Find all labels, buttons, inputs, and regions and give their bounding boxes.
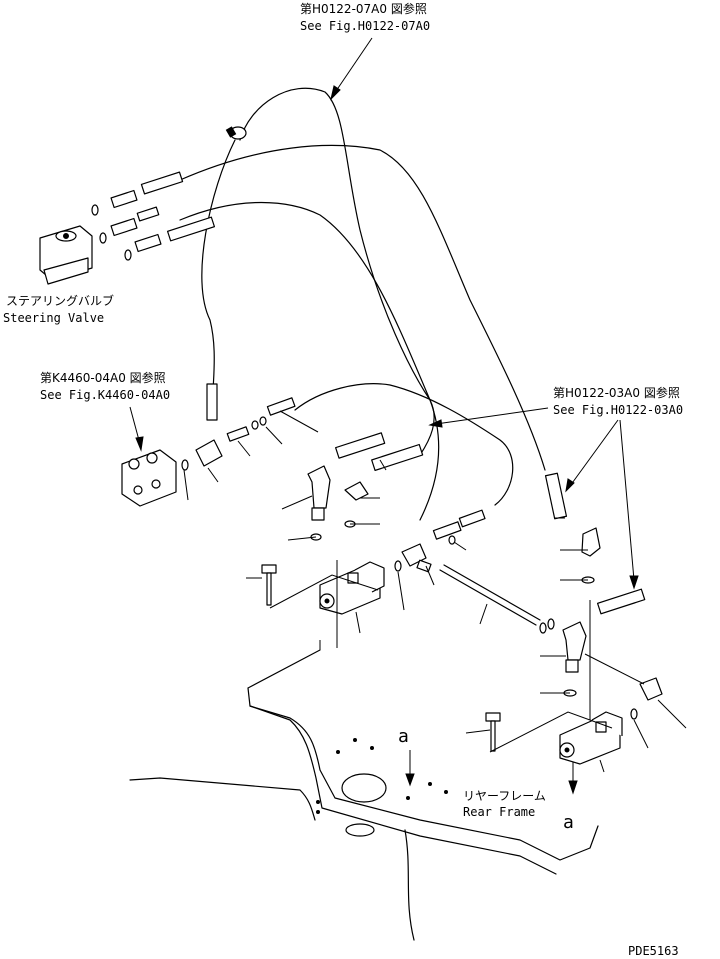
reference-top-jp: 第H0122-07A0 図参照 [300,1,427,16]
reference-left-en: See Fig.K4460-04A0 [40,388,170,402]
reference-right-en: See Fig.H0122-03A0 [553,403,683,417]
steering-valve [39,225,93,285]
reference-left: 第K4460-04A0 図参照 See Fig.K4460-04A0 [40,370,170,402]
left-bracket [121,449,189,507]
left-connectors [195,383,296,467]
right-bolt [485,708,638,752]
rear-frame-label-jp: リヤーフレーム [463,789,546,803]
right-fittings [544,472,663,701]
hose-clamp [225,126,247,140]
view-marker-a-upper: a [398,726,409,747]
right-valve-body [559,711,623,765]
reference-arrows [129,37,639,795]
valve-fittings [91,126,247,261]
leader-lines [183,410,687,773]
reference-left-jp: 第K4460-04A0 図参照 [40,370,166,385]
fitting-upper [91,171,184,216]
steering-valve-label-en: Steering Valve [3,311,104,325]
middle-fittings [307,432,424,541]
steering-valve-label: ステアリングバルブ Steering Valve [3,293,114,325]
left-valve-body [319,561,385,615]
reference-top: 第H0122-07A0 図参照 See Fig.H0122-07A0 [300,1,430,33]
left-bolt [261,560,402,606]
rear-frame [129,649,599,941]
fitting-middle [99,206,160,244]
fitting-lower [124,216,216,261]
rear-frame-label-en: Rear Frame [463,805,535,819]
figure-code: PDE5163 [628,944,679,958]
rear-frame-label: リヤーフレーム Rear Frame [463,789,546,819]
view-marker-a-lower: a [563,812,574,833]
steering-valve-label-jp: ステアリングバルブ [6,293,114,308]
reference-right: 第H0122-03A0 図参照 See Fig.H0122-03A0 [553,385,683,417]
reference-top-en: See Fig.H0122-07A0 [300,19,430,33]
center-tube [401,509,555,634]
reference-right-jp: 第H0122-03A0 図参照 [553,385,680,400]
hoses [179,87,546,521]
